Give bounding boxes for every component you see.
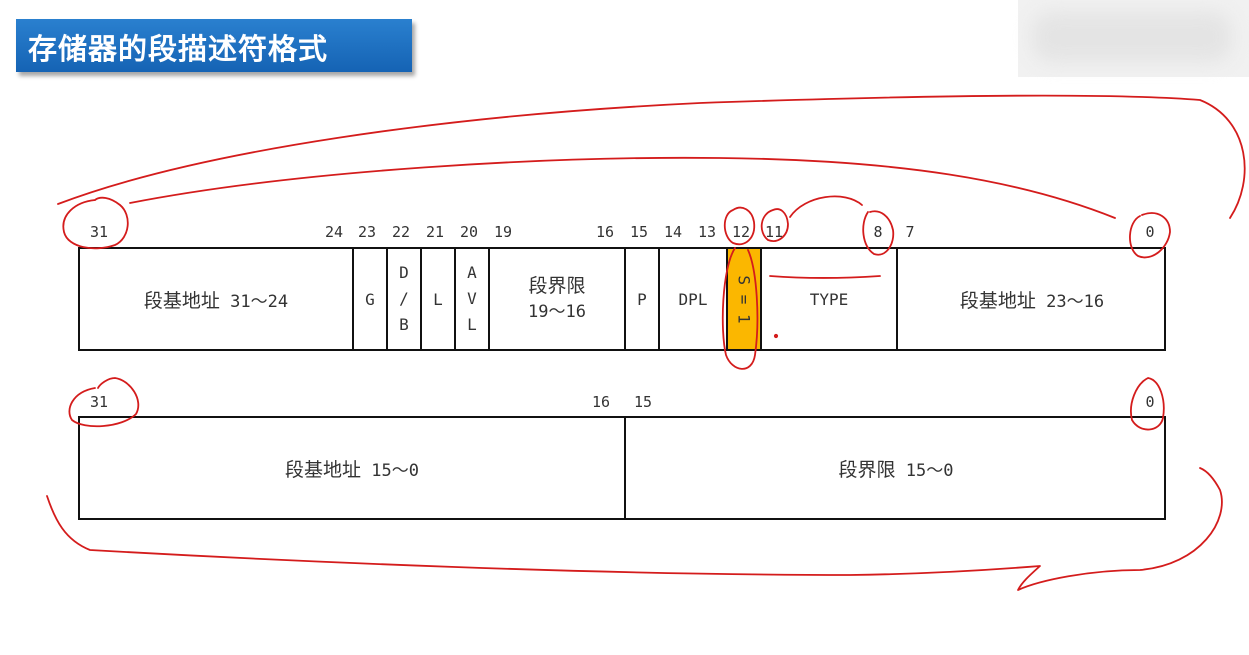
base-high-label: 段基地址: [143, 289, 220, 312]
field-g: G: [352, 249, 386, 349]
field-p: P: [624, 249, 658, 349]
blurred-overlay: [1018, 0, 1249, 77]
limit-high-label: 段界限: [528, 275, 586, 297]
limit-low-range: 15～0: [905, 460, 954, 481]
field-db: D / B: [386, 249, 420, 349]
bit-22-label: 22: [391, 223, 411, 241]
bit-0-label: 0: [1145, 223, 1155, 241]
page-title: 存储器的段描述符格式: [28, 32, 329, 66]
limit-low-label: 段界限: [838, 458, 896, 481]
field-avl: A V L: [454, 249, 488, 349]
low-word-row: 段基地址 15～0 段界限 15～0: [78, 416, 1166, 520]
blurred-content: [1032, 12, 1232, 62]
base-mid-label: 段基地址: [959, 289, 1036, 312]
avl-char-2: V: [467, 289, 477, 308]
field-s: S = 1: [726, 249, 760, 349]
db-char-1: D: [399, 263, 409, 282]
ink-loop-bit11-bit8: [789, 195, 863, 218]
field-type: TYPE: [760, 249, 896, 349]
field-l: L: [420, 249, 454, 349]
ink-arc-inner: [129, 156, 1116, 219]
bit-12-label: 12: [731, 223, 751, 241]
bit-7-label: 7: [905, 223, 915, 241]
avl-char-1: A: [467, 263, 477, 282]
field-dpl: DPL: [658, 249, 726, 349]
bit-11-label: 11: [764, 223, 784, 241]
db-char-2: /: [399, 289, 409, 308]
bit-31-label: 31: [89, 223, 109, 241]
limit-high-range: 19～16: [528, 302, 586, 322]
bit-16-label: 16: [595, 223, 615, 241]
bit-19-label: 19: [493, 223, 513, 241]
low-bit-16-label: 16: [591, 393, 611, 411]
g-label: G: [365, 289, 375, 309]
bit-21-label: 21: [425, 223, 445, 241]
bit-20-label: 20: [459, 223, 479, 241]
bit-15-label: 15: [629, 223, 649, 241]
bit-23-label: 23: [357, 223, 377, 241]
field-limit-19-16: 段界限 19～16: [488, 249, 624, 349]
bit-14-label: 14: [663, 223, 683, 241]
bit-24-label: 24: [324, 223, 344, 241]
base-mid-range: 23～16: [1046, 291, 1105, 312]
field-base-31-24: 段基地址 31～24: [80, 249, 352, 349]
base-low-range: 15～0: [371, 460, 419, 481]
title-banner: 存储器的段描述符格式: [16, 19, 412, 72]
base-high-range: 31～24: [230, 291, 289, 312]
dpl-label: DPL: [678, 289, 708, 309]
db-char-3: B: [399, 315, 409, 334]
low-bit-0-label: 0: [1145, 393, 1155, 411]
field-base-15-0: 段基地址 15～0: [80, 418, 624, 518]
low-bit-15-label: 15: [633, 393, 653, 411]
field-limit-15-0: 段界限 15～0: [624, 418, 1166, 518]
avl-char-3: L: [467, 315, 477, 334]
low-bit-31-label: 31: [89, 393, 109, 411]
ink-arc-outer: [57, 94, 1246, 219]
bit-13-label: 13: [697, 223, 717, 241]
base-low-label: 段基地址: [285, 458, 362, 481]
l-label: L: [433, 289, 443, 309]
field-base-23-16: 段基地址 23～16: [896, 249, 1166, 349]
high-word-row: 段基地址 31～24 G D / B L A V L 段界限 19～16 P D…: [78, 247, 1166, 351]
bit-8-label: 8: [873, 223, 883, 241]
p-label: P: [637, 289, 647, 309]
s-label: S = 1: [734, 274, 754, 324]
type-label: TYPE: [809, 289, 849, 309]
